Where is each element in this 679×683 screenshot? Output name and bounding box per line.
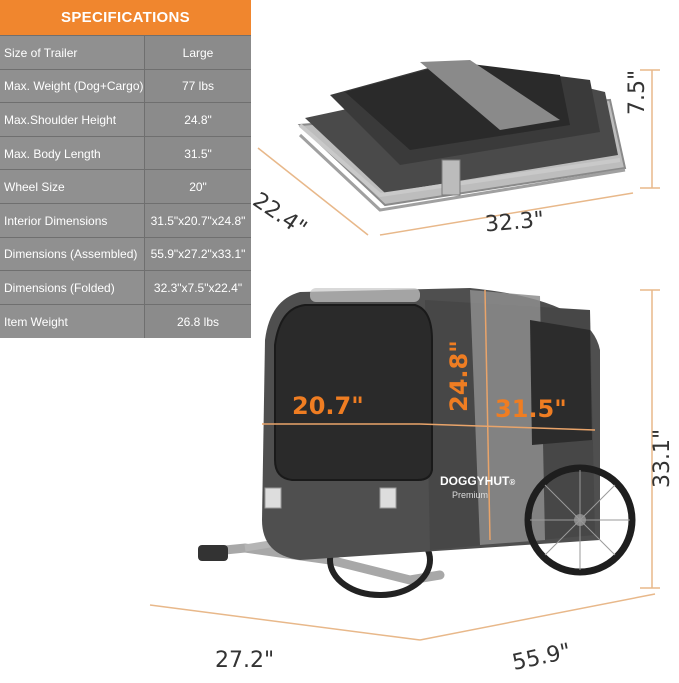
spec-row: Item Weight 26.8 lbs bbox=[0, 303, 251, 339]
spec-row: Size of Trailer Large bbox=[0, 35, 251, 70]
spec-label: Item Weight bbox=[0, 304, 145, 339]
spec-row: Max.Shoulder Height 24.8" bbox=[0, 102, 251, 137]
assembled-dimension-lines bbox=[149, 289, 660, 641]
folded-length-label: 32.3" bbox=[484, 207, 546, 238]
spec-label: Max.Shoulder Height bbox=[0, 103, 145, 137]
spec-value: 24.8" bbox=[145, 103, 251, 137]
spec-value: 26.8 lbs bbox=[145, 304, 251, 339]
spec-row: Max. Weight (Dog+Cargo) 77 lbs bbox=[0, 68, 251, 104]
spec-value: Large bbox=[145, 36, 251, 70]
interior-height-label: 24.8" bbox=[445, 340, 473, 412]
spec-row: Interior Dimensions 31.5"x20.7"x24.8" bbox=[0, 203, 251, 238]
spec-row: Dimensions (Folded) 32.3"x7.5"x22.4" bbox=[0, 270, 251, 305]
spec-label: Max. Weight (Dog+Cargo) bbox=[0, 69, 145, 104]
spec-label: Wheel Size bbox=[0, 170, 145, 204]
brand-logo: DOGGYHUT® bbox=[440, 474, 515, 488]
spec-table-header: SPECIFICATIONS bbox=[0, 0, 251, 35]
folded-height-label: 7.5" bbox=[625, 69, 650, 115]
spec-label: Dimensions (Assembled) bbox=[0, 237, 145, 272]
spec-value: 77 lbs bbox=[145, 69, 251, 104]
assembled-width-label: 27.2" bbox=[215, 648, 275, 673]
spec-label: Max. Body Length bbox=[0, 136, 145, 171]
folded-dimension-lines bbox=[257, 69, 660, 236]
spec-value: 31.5"x20.7"x24.8" bbox=[145, 204, 251, 238]
assembled-height-label: 33.1" bbox=[650, 428, 675, 488]
spec-label: Size of Trailer bbox=[0, 36, 145, 70]
spec-label: Dimensions (Folded) bbox=[0, 271, 145, 305]
spec-value: 32.3"x7.5"x22.4" bbox=[145, 271, 251, 305]
spec-value: 55.9"x27.2"x33.1" bbox=[145, 237, 251, 272]
folded-trailer-image bbox=[297, 60, 627, 212]
spec-row: Wheel Size 20" bbox=[0, 169, 251, 204]
assembled-trailer-image bbox=[198, 288, 636, 598]
interior-length-label: 31.5" bbox=[495, 395, 567, 423]
spec-table: SPECIFICATIONS Size of Trailer Large Max… bbox=[0, 0, 251, 339]
spec-label: Interior Dimensions bbox=[0, 204, 145, 238]
interior-width-label: 20.7" bbox=[292, 392, 364, 420]
spec-value: 20" bbox=[145, 170, 251, 204]
spec-row: Max. Body Length 31.5" bbox=[0, 135, 251, 171]
spec-value: 31.5" bbox=[145, 136, 251, 171]
brand-tier: Premium bbox=[452, 490, 488, 500]
spec-row: Dimensions (Assembled) 55.9"x27.2"x33.1" bbox=[0, 236, 251, 272]
interior-dimension-lines bbox=[262, 289, 596, 541]
